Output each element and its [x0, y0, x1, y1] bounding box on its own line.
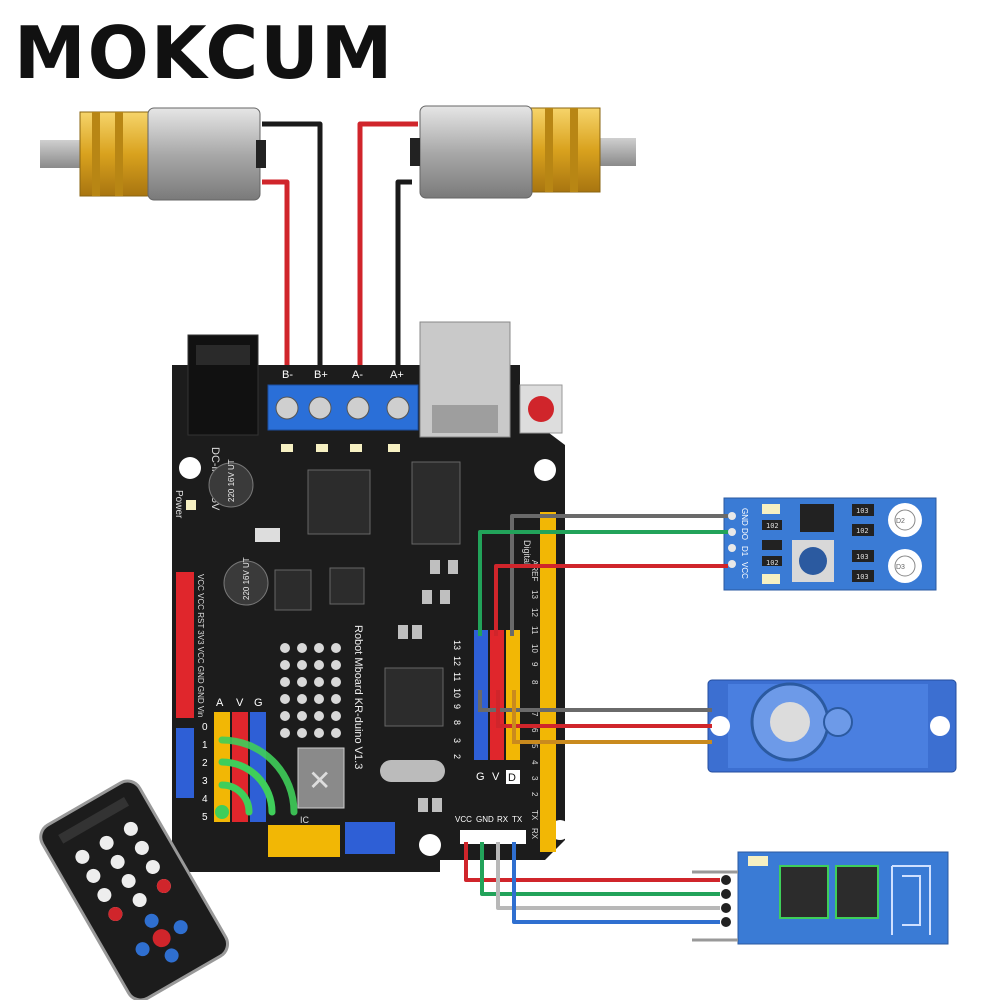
terminal-label-a-plus: A+	[390, 369, 404, 381]
left-power-header	[176, 572, 194, 718]
bottom-yellow-header	[268, 825, 340, 857]
analog-label-a: A	[216, 697, 224, 709]
right-pin-13: 13	[530, 590, 539, 599]
right-pin-12: 12	[530, 608, 539, 617]
right-pin-11: 11	[530, 626, 539, 635]
sensor-led-d3: D3	[896, 564, 905, 571]
sensor-res-5: 103	[856, 553, 869, 561]
analog-label-v: V	[236, 697, 244, 709]
right-pin-9: 9	[530, 662, 539, 667]
board-title: Robot Mboard KR-duino V1.3	[352, 625, 364, 769]
ic-chip-label: IC	[300, 815, 310, 825]
digital-label-13: 13	[452, 640, 462, 650]
capacitor-label-1: 220 16V UT	[227, 459, 236, 502]
right-pin-6: 6	[530, 728, 539, 733]
serial-label-rx: RX	[497, 815, 509, 824]
right-pin-4: 4	[530, 760, 539, 765]
right-pin-7: 7	[530, 712, 539, 717]
servo-wires	[478, 690, 712, 744]
servo-motor	[707, 679, 957, 773]
digital-label-12: 12	[452, 656, 462, 666]
right-pin-10: 10	[530, 644, 539, 653]
sensor-pin-do: DO	[740, 528, 749, 540]
right-pin-rx: RX	[530, 828, 539, 840]
sensor-pin-d1: D1	[740, 546, 749, 557]
sensor-pin-vcc: VCC	[740, 562, 749, 579]
power-label: Power	[173, 490, 184, 519]
terminal-label-b-minus: B-	[282, 369, 293, 381]
analog-num-4: 4	[202, 794, 208, 805]
main-board: DC-in 6~15V B- B+ A- A+ Power	[172, 321, 570, 872]
bottom-blue-header	[345, 822, 395, 854]
right-digital-header	[540, 512, 556, 852]
sensor-res-1: 102	[766, 522, 779, 530]
analog-num-5: 5	[202, 812, 208, 823]
digital-label-8: 8	[452, 720, 462, 725]
right-pin-8: 8	[530, 680, 539, 685]
terminal-label-b-plus: B+	[314, 369, 328, 381]
line-sensor-module: GND DO D1 VCC 102 102 103 102 103 103 D2	[723, 497, 937, 591]
analog-num-3: 3	[202, 776, 208, 787]
digital-label-3: 3	[452, 738, 462, 743]
digital-label-v: V	[492, 771, 500, 783]
serial-label-gnd: GND	[476, 815, 494, 824]
brand-logo: MOKCUM	[14, 11, 395, 95]
serial-label-vcc: VCC	[455, 815, 472, 824]
right-pin-3: 3	[530, 776, 539, 781]
dc-motor-right	[410, 105, 636, 199]
sensor-res-4: 102	[856, 527, 869, 535]
digital-label-10: 10	[452, 688, 462, 698]
ir-remote	[39, 779, 230, 1000]
serial-header	[460, 830, 526, 844]
wireless-signal-icon	[215, 736, 298, 819]
sensor-res-3: 103	[856, 507, 869, 515]
digital-label-d: D	[508, 772, 516, 784]
serial-label-tx: TX	[512, 815, 523, 824]
digital-label-9: 9	[452, 704, 462, 709]
sensor-res-2: 102	[766, 559, 779, 567]
motor-wires	[262, 121, 418, 408]
digital-label-2: 2	[452, 754, 462, 759]
bluetooth-wires	[464, 842, 720, 924]
right-pin-tx: TX	[530, 810, 539, 821]
analog-num-1: 1	[202, 740, 208, 751]
bluetooth-module	[692, 851, 949, 945]
dc-motor-left	[40, 107, 266, 201]
left-header-labels: VCC VCC RST 3V3 VCC GND GND Vin	[196, 574, 205, 717]
reset-button	[528, 396, 554, 422]
analog-label-g: G	[254, 697, 263, 709]
sensor-wires	[478, 514, 728, 636]
sensor-led-d2: D2	[896, 518, 905, 525]
digital-header-label: Digital	[522, 540, 532, 565]
analog-num-2: 2	[202, 758, 208, 769]
right-pin-5: 5	[530, 744, 539, 749]
digital-label-g: G	[476, 771, 485, 783]
digital-label-11: 11	[452, 672, 462, 681]
sensor-res-6: 103	[856, 573, 869, 581]
terminal-label-a-minus: A-	[352, 369, 363, 381]
prototype-area	[280, 643, 341, 738]
capacitor-label-2: 220 16V UT	[242, 557, 251, 600]
analog-num-0: 0	[202, 722, 208, 733]
svg-text:✕: ✕	[308, 765, 331, 796]
sensor-pin-gnd: GND	[740, 508, 749, 526]
right-pin-aref: AREF	[530, 560, 539, 581]
right-pin-2: 2	[530, 792, 539, 797]
